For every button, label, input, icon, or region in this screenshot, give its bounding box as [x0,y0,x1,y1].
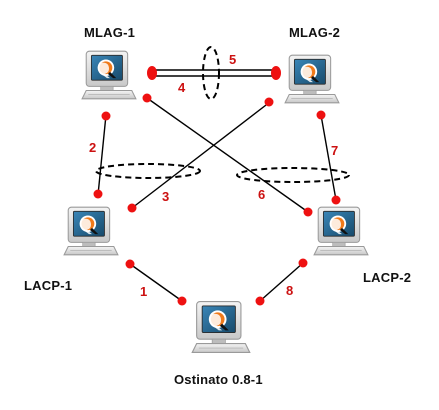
link-label-1: 1 [140,284,147,299]
lag-groups [95,46,350,183]
node-label-mlag-1: MLAG-1 [84,25,135,40]
ports [93,66,341,306]
port-dot [255,296,265,306]
node-lacp-2[interactable]: LACP-2 [313,206,411,285]
node-label-lacp-1: LACP-1 [24,278,72,293]
node-lacp-1[interactable]: LACP-1 [24,206,119,293]
link-2-wire [97,114,107,196]
port-dot [298,258,308,268]
link-label-3: 3 [162,189,169,204]
port-dot [303,207,313,217]
port-dot [101,111,111,121]
link-label-8: 8 [286,283,293,298]
port-dot [142,93,152,103]
node-label-mlag-2: MLAG-2 [289,25,340,40]
node-mlag-1[interactable]: MLAG-1 [81,25,137,100]
port-dot [264,97,274,107]
port-dot [331,195,341,205]
port-dot [125,259,135,269]
computer-icon [284,54,340,104]
link-1-wire [129,263,183,302]
link-label-6: 6 [258,187,265,202]
link-label-2: 2 [89,140,96,155]
lag-ring-mlag-peer [202,46,220,100]
link-3-wire [131,101,271,209]
computer-icon [313,206,369,256]
link-8-wire [259,262,304,302]
link-labels: 1 2 3 4 5 6 7 8 [89,52,338,299]
port-dot [147,66,157,80]
lag-ring-lacp-1 [95,163,201,179]
port-dot [177,296,187,306]
link-7-wire [320,114,337,201]
port-dot [271,66,281,80]
computer-icon [63,206,119,256]
port-dot [316,110,326,120]
link-label-5: 5 [229,52,236,67]
port-dot [127,203,137,213]
lag-ring-lacp-2 [236,167,350,183]
wires [97,69,337,302]
computer-icon [191,300,251,354]
node-label-lacp-2: LACP-2 [363,270,411,285]
computer-icon [81,50,137,100]
link-label-4: 4 [178,80,186,95]
link-6-wire [146,97,309,213]
link-label-7: 7 [331,143,338,158]
node-mlag-2[interactable]: MLAG-2 [284,25,340,104]
node-label-ostinato: Ostinato 0.8-1 [174,372,263,387]
port-dot [93,189,103,199]
node-ostinato[interactable]: Ostinato 0.8-1 [174,300,263,387]
